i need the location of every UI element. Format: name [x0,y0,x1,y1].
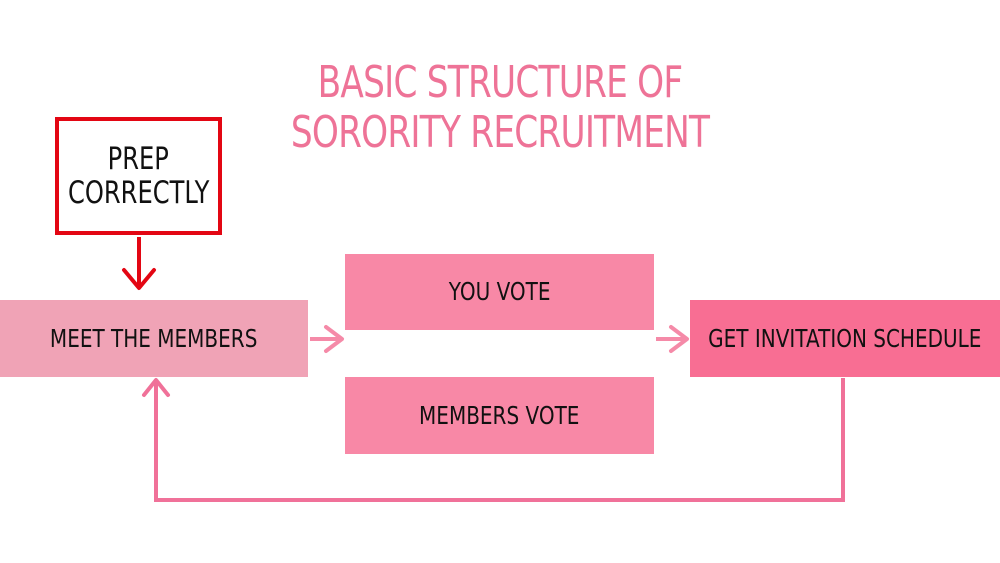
get-invitation-schedule-box: GET INVITATION SCHEDULE [690,300,1000,377]
meet-arrow-head [324,325,344,353]
meet-the-members-label: MEET THE MEMBERS [50,323,258,353]
vote-arrow-head [669,325,689,353]
loop-arrow-head [142,378,170,397]
prep-label-line-1: PREP [107,141,170,177]
you-vote-label: YOU VOTE [448,277,551,306]
you-vote-box: YOU VOTE [345,254,654,330]
members-vote-box: MEMBERS VOTE [345,377,654,454]
get-invitation-schedule-label: GET INVITATION SCHEDULE [708,323,982,353]
diagram-title: BASIC STRUCTURE OF SORORITY RECRUITMENT [110,58,890,158]
prep-label-line-2: CORRECTLY [67,175,210,211]
vote-to-invite-arrow [656,325,689,353]
prep-arrow-head [122,268,156,290]
meet-the-members-box: MEET THE MEMBERS [0,300,308,377]
title-line-1: BASIC STRUCTURE OF [317,57,684,108]
members-vote-label: MEMBERS VOTE [419,400,580,430]
prep-to-meet-arrow [122,237,156,290]
title-line-2: SORORITY RECRUITMENT [290,107,710,158]
prep-correctly-box: PREP CORRECTLY [55,117,222,235]
meet-to-vote-arrow [310,325,344,353]
